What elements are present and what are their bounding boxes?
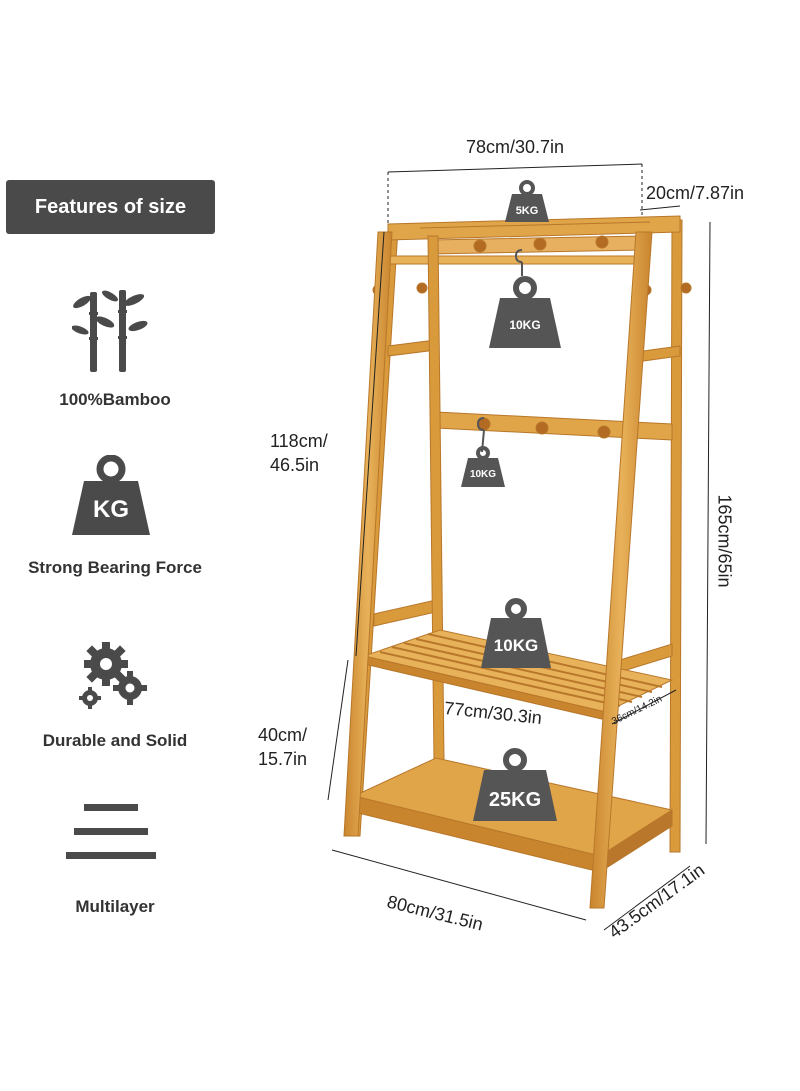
feature-label-durable: Durable and Solid: [42, 731, 188, 750]
load-top-text: 5KG: [516, 205, 539, 217]
load-middle-text: 10KG: [494, 636, 538, 655]
kg-icon-text: KG: [93, 496, 129, 523]
weight-rail: 10KG: [489, 276, 561, 348]
features-badge: Features of size: [6, 180, 215, 234]
gears-icon: [79, 642, 147, 709]
dim-upper-height-1: 118cm/: [270, 431, 328, 451]
load-rail-text: 10KG: [509, 318, 540, 332]
dim-upper-height-2: 46.5in: [270, 455, 320, 475]
dim-top-depth: 20cm/7.87in: [646, 183, 745, 203]
load-bottom-text: 25KG: [489, 789, 541, 811]
dim-top-width: 78cm/30.7in: [466, 137, 565, 157]
feature-label-bamboo: 100%Bamboo: [59, 390, 171, 409]
feature-label-multilayer: Multilayer: [75, 897, 155, 916]
weight-hooks: 10KG: [461, 446, 505, 487]
weight-bottom-shelf: 25KG: [473, 748, 557, 821]
dim-total-height: 165cm/65in: [714, 494, 735, 588]
load-hooks-text: 10KG: [470, 469, 496, 480]
feature-label-bearing: Strong Bearing Force: [28, 558, 202, 577]
dim-lower-height-1: 40cm/: [258, 725, 308, 745]
weight-top: 5KG: [505, 180, 549, 222]
layers-icon: [66, 804, 156, 859]
bamboo-icon: [72, 290, 148, 372]
dim-lower-height-2: 15.7in: [258, 749, 308, 769]
kg-weight-icon: KG: [72, 455, 150, 535]
weight-middle-shelf: 10KG: [481, 598, 551, 668]
